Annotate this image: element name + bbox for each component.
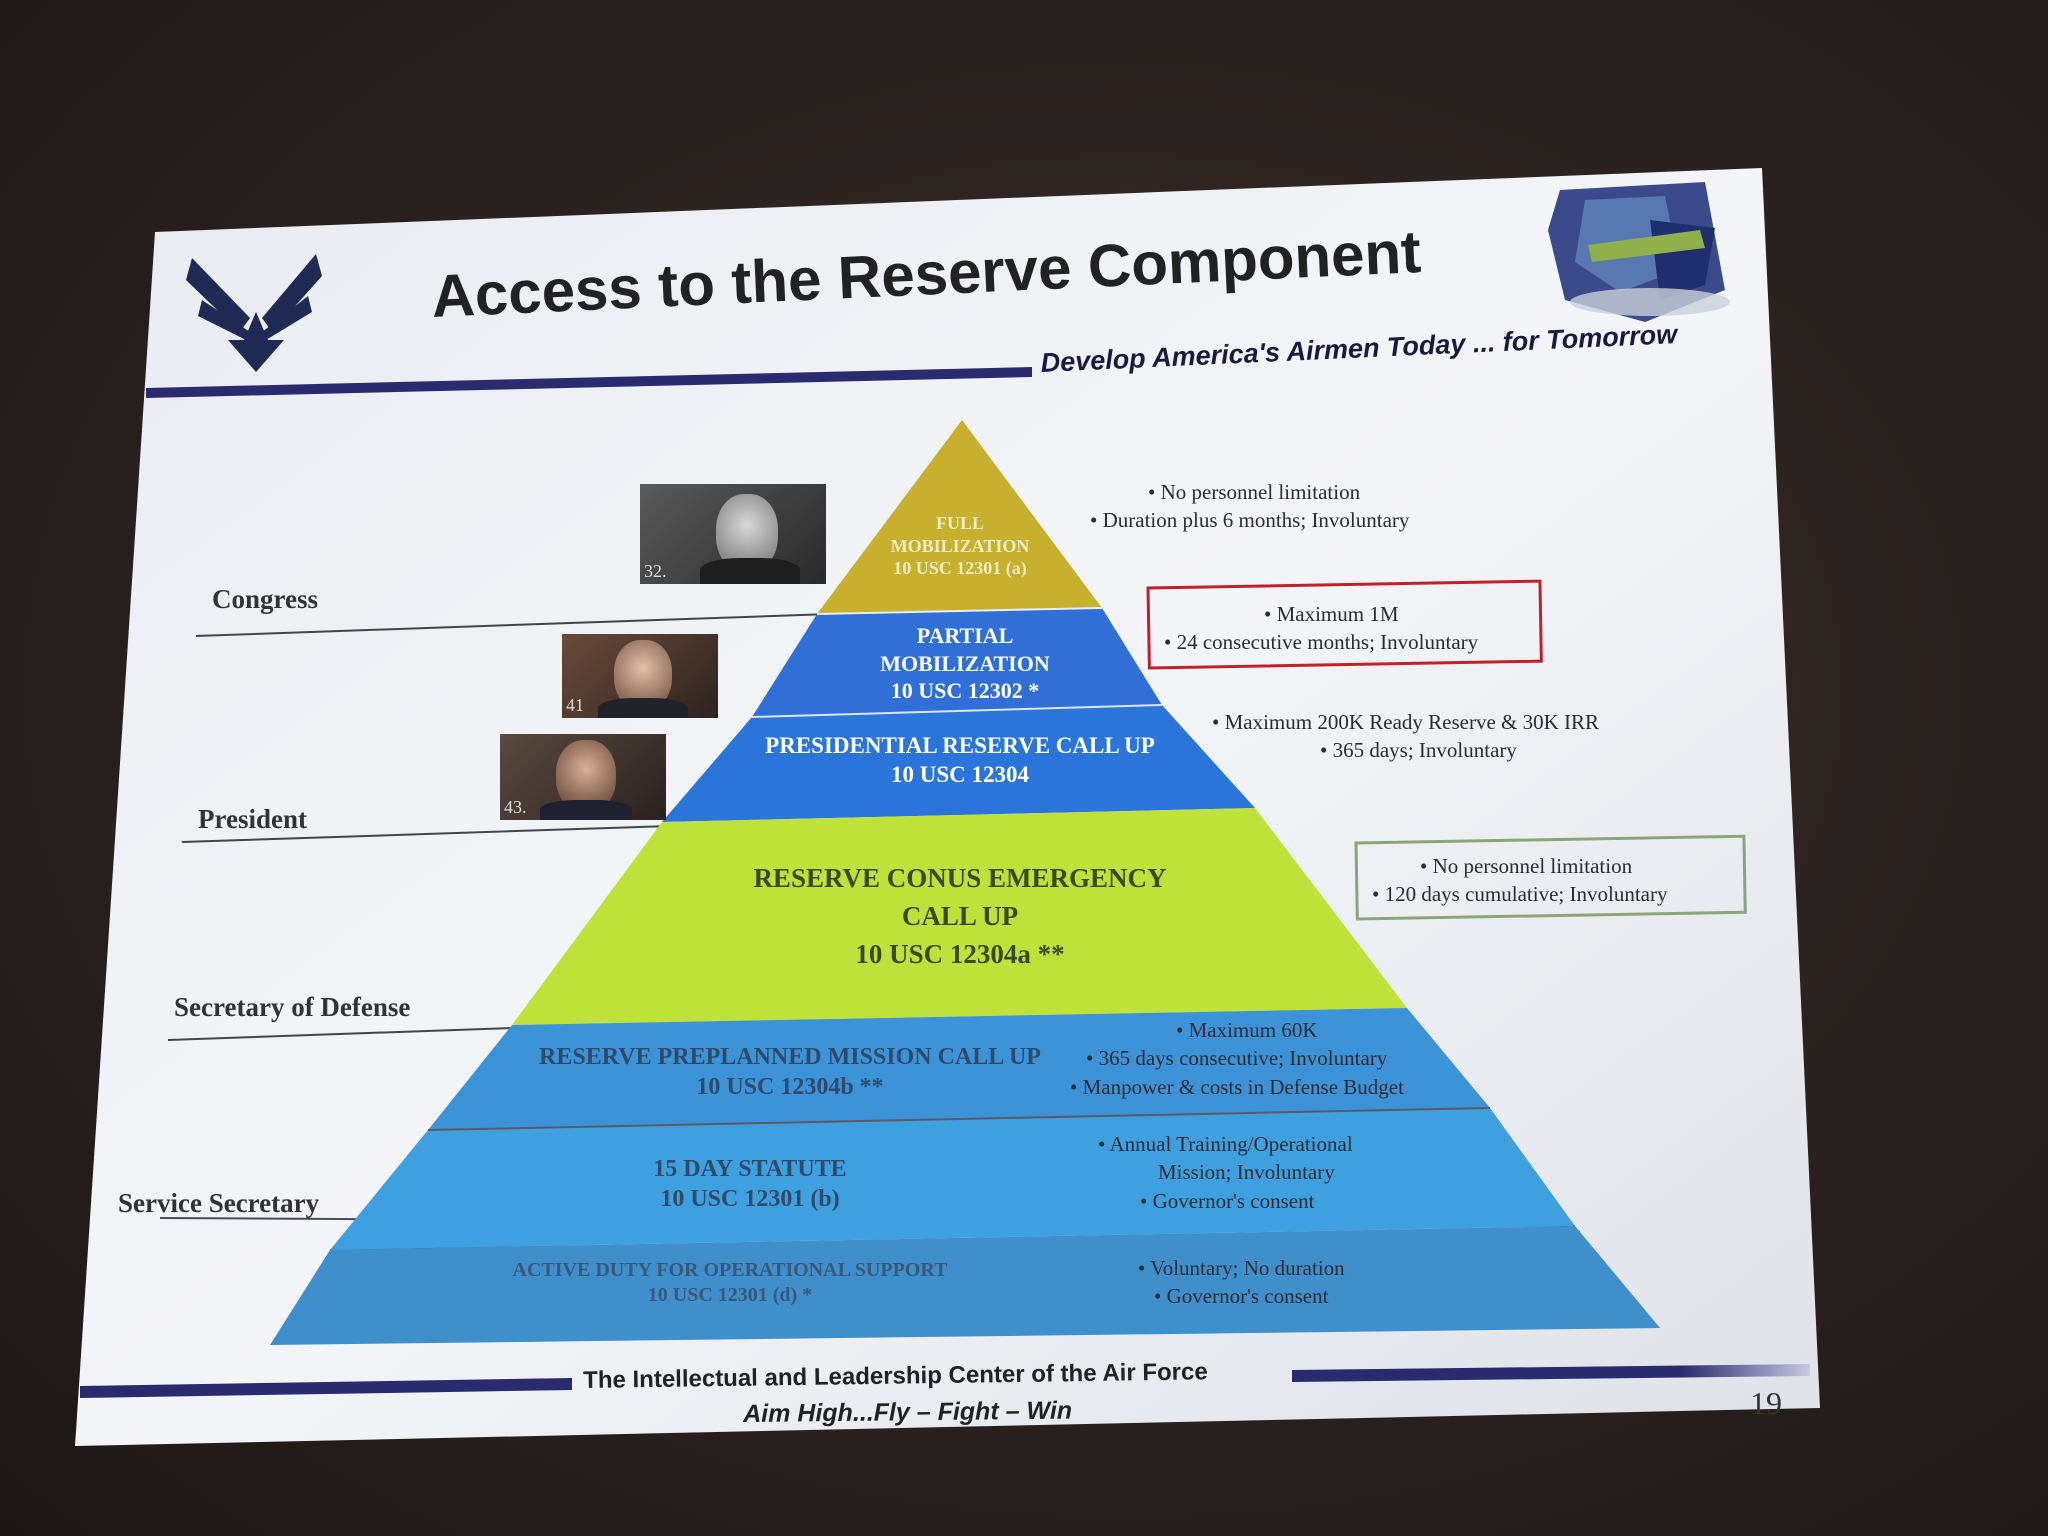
tier-reserve-conus-emergency	[512, 808, 1407, 1025]
photo-number-32: 32.	[644, 561, 667, 581]
tier-presidential-reserve-call-up	[662, 705, 1255, 822]
header-rule	[146, 367, 1032, 398]
photo-number-41: 41	[566, 695, 584, 715]
air-force-wings-logo	[186, 254, 322, 372]
tier-text-reserve-preplanned-mission: RESERVE PREPLANNED MISSION CALL UP 10 US…	[539, 1044, 1041, 1100]
green-highlight-box	[1354, 834, 1747, 921]
divider-congress	[195, 613, 831, 637]
footer-rule-left	[80, 1378, 572, 1398]
tier-separator-lines	[816, 607, 1103, 615]
bullets-presidential-reserve-call-up: Maximum 200K Ready Reserve & 30K IRR 365…	[1212, 708, 1599, 765]
photo-fdr: 32.	[640, 484, 826, 584]
photo-bush-43: 43.	[500, 734, 666, 820]
command-shield-logo	[1548, 182, 1730, 322]
tier-text-full-mobilization: FULL MOBILIZATION 10 USC 12301 (a)	[890, 513, 1030, 578]
tier-partial-mobilization	[752, 608, 1162, 717]
tier-separator	[751, 704, 1163, 718]
label-service-secretary: Service Secretary	[118, 1188, 320, 1218]
photo-number-43: 43.	[504, 797, 527, 817]
label-president: President	[198, 804, 307, 834]
tier-text-15-day-statute: 15 DAY STATUTE 10 USC 12301 (b)	[653, 1156, 847, 1212]
tier-text-presidential-reserve-call-up: PRESIDENTIAL RESERVE CALL UP 10 USC 1230…	[765, 733, 1155, 787]
tier-full-mobilization	[817, 420, 1102, 614]
bullets-15-day-statute: Annual Training/Operational Mission; Inv…	[1098, 1130, 1352, 1215]
footer-motto: Aim High...Fly – Fight – Win	[743, 1396, 1073, 1428]
tier-separator	[427, 1107, 1491, 1131]
tier-text-reserve-conus-emergency: RESERVE CONUS EMERGENCY CALL UP 10 USC 1…	[753, 863, 1167, 969]
red-highlight-box	[1146, 579, 1543, 670]
label-congress: Congress	[212, 584, 319, 614]
footer-rule-right	[1292, 1364, 1810, 1382]
tier-text-partial-mobilization: PARTIAL MOBILIZATION 10 USC 12302 *	[880, 623, 1050, 703]
photo-bush-41: 41	[562, 634, 718, 718]
bullets-reserve-conus-emergency: No personnel limitation 120 days cumulat…	[1372, 852, 1668, 909]
bullets-full-mobilization: No personnel limitation Duration plus 6 …	[1090, 478, 1410, 535]
tier-text-active-duty-operational-support: ACTIVE DUTY FOR OPERATIONAL SUPPORT 10 U…	[512, 1259, 948, 1306]
tier-15-day-statute	[330, 1108, 1575, 1250]
page-number: 19	[1750, 1385, 1782, 1421]
divider-president	[181, 825, 671, 843]
bullets-reserve-preplanned-mission: Maximum 60K 365 days consecutive; Involu…	[1070, 1016, 1404, 1101]
label-secretary-of-defense: Secretary of Defense	[174, 992, 411, 1022]
bullets-partial-mobilization: Maximum 1M 24 consecutive months; Involu…	[1164, 600, 1479, 657]
bullets-active-duty-operational-support: Voluntary; No duration Governor's consen…	[1138, 1254, 1344, 1311]
divider-secdef	[167, 1027, 513, 1041]
